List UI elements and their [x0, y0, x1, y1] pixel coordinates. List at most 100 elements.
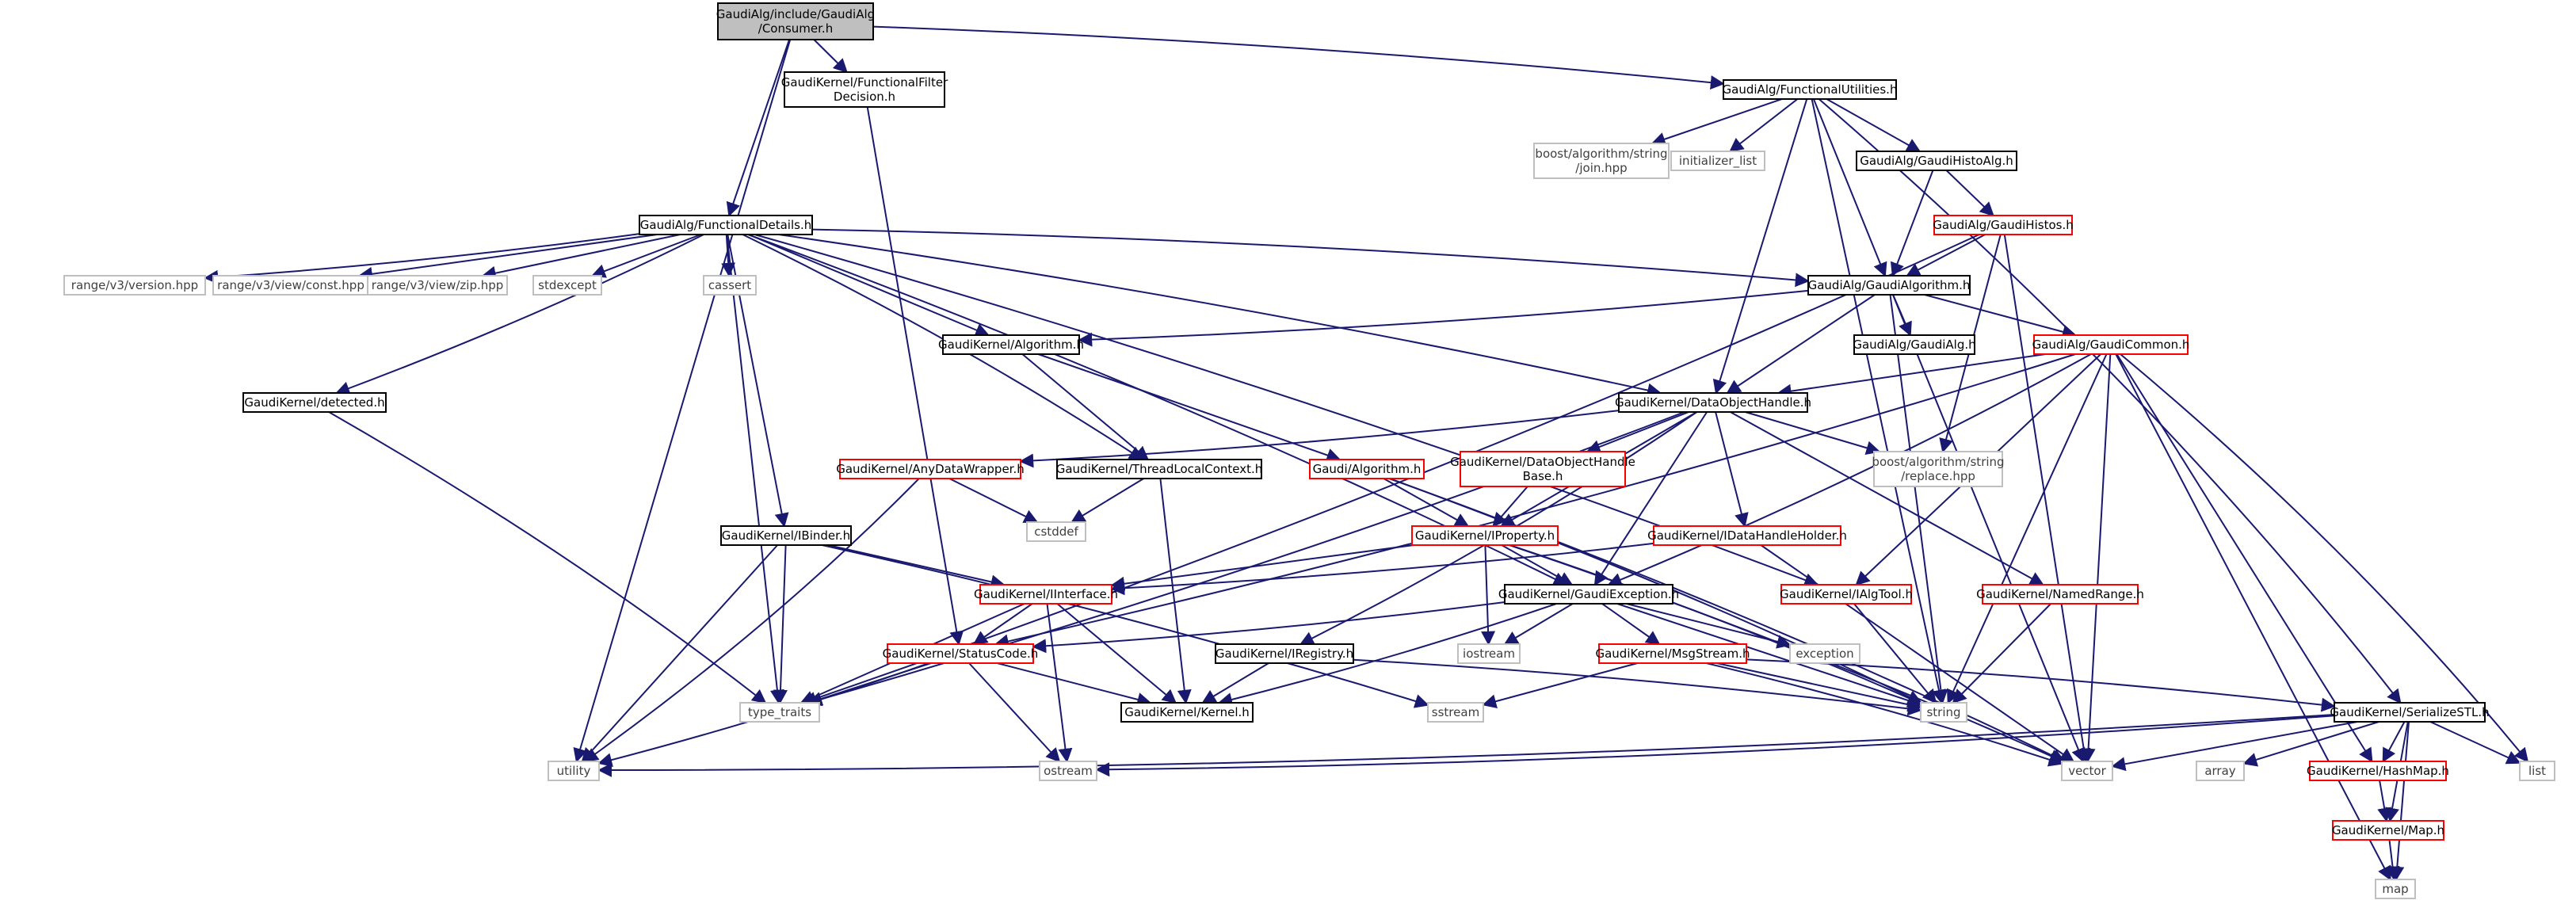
node-list: list — [2519, 761, 2555, 781]
edge-iregistry-to-string — [1353, 658, 1922, 716]
node-initlist: initializer_list — [1670, 151, 1765, 171]
node-label-statuscode-0: GaudiKernel/StatusCode.h — [883, 647, 1039, 661]
edge-gaudicommon-to-gaudiexception — [1607, 353, 2092, 587]
edge-iinterface-to-kernel — [1056, 603, 1177, 704]
edge-funcutil-to-boostjoin — [1651, 98, 1783, 147]
node-box-sstream — [1427, 702, 1484, 723]
node-kernel[interactable]: GaudiKernel/Kernel.h — [1120, 702, 1254, 723]
node-label-dohbase-1: Base.h — [1523, 469, 1563, 483]
node-statuscode[interactable]: GaudiKernel/StatusCode.h — [883, 643, 1039, 664]
edge-gaudialgorithm-to-dataobjhandle — [1726, 294, 1876, 394]
node-label-boostreplace-0: boost/algorithm/string — [1872, 455, 2004, 469]
node-box-list — [2519, 761, 2555, 781]
node-label-sstream-0: sstream — [1432, 705, 1479, 719]
node-namedrange[interactable]: GaudiKernel/NamedRange.h — [1976, 584, 2144, 605]
node-label-dataobjhandle-0: GaudiKernel/DataObjectHandle.h — [1615, 395, 1811, 410]
edge-dataobjhandle-to-anydatawrapper — [1019, 410, 1620, 468]
node-box-iinterface — [979, 584, 1112, 605]
node-box-consumer — [717, 2, 874, 40]
edge-funcdetails-to-kalgorithm — [748, 234, 990, 338]
edge-dataobjhandle-to-boostreplace — [1745, 411, 1881, 456]
edge-gaudicommon-to-string — [1947, 353, 2108, 704]
node-ibinder[interactable]: GaudiKernel/IBinder.h — [720, 525, 852, 546]
edge-funcutil-to-gaudialgorithm — [1812, 98, 1887, 277]
edges-layer — [204, 25, 2529, 881]
node-gaudicommon[interactable]: GaudiAlg/GaudiCommon.h — [2032, 334, 2190, 355]
node-box-boostjoin — [1533, 143, 1670, 179]
edge-serializestl-to-hashmap — [2382, 721, 2406, 763]
edge-serializestl-to-utility — [597, 714, 2335, 777]
edge-gaudiexception-to-statuscode — [1032, 601, 1506, 654]
node-label-idatahandle-0: GaudiKernel/IDataHandleHolder.h — [1647, 528, 1847, 543]
node-hashmap[interactable]: GaudiKernel/HashMap.h — [2307, 761, 2449, 781]
edge-funcdetails-to-detected — [335, 234, 704, 395]
edge-iproperty-to-iinterface — [1110, 544, 1414, 591]
node-label-ffdecision-1: Decision.h — [834, 90, 895, 104]
node-ialgtool[interactable]: GaudiKernel/IAlgTool.h — [1780, 584, 1913, 605]
node-anydatawrapper[interactable]: GaudiKernel/AnyDataWrapper.h — [836, 459, 1025, 479]
edge-funcdetails-to-r3version — [204, 233, 640, 284]
node-label-string-0: string — [1926, 705, 1960, 719]
edge-gaudialgorithm-to-kalgorithm — [1078, 289, 1809, 347]
node-box-exception — [1789, 643, 1860, 664]
node-iregistry[interactable]: GaudiKernel/IRegistry.h — [1215, 643, 1354, 664]
node-gaudialgorithm[interactable]: GaudiAlg/GaudiAlgorithm.h — [1807, 275, 1971, 296]
node-iproperty[interactable]: GaudiKernel/IProperty.h — [1411, 525, 1559, 546]
node-box-histos — [1933, 215, 2073, 235]
node-iostream: iostream — [1457, 643, 1521, 664]
node-map: map — [2375, 879, 2416, 899]
node-label-gaudicommon-0: GaudiAlg/GaudiCommon.h — [2032, 338, 2190, 352]
node-threadlocal[interactable]: GaudiKernel/ThreadLocalContext.h — [1056, 459, 1263, 479]
node-label-histos-0: GaudiAlg/GaudiHistos.h — [1933, 218, 2073, 232]
node-r3version: range/v3/version.hpp — [63, 275, 206, 296]
node-dataobjhandle[interactable]: GaudiKernel/DataObjectHandle.h — [1615, 392, 1811, 413]
node-label-funcutil-0: GaudiAlg/FunctionalUtilities.h — [1723, 82, 1898, 97]
node-box-r3version — [63, 275, 206, 296]
edge-gaudicommon-to-hashmap — [2116, 353, 2373, 763]
edge-gaudicommon-to-list — [2120, 353, 2529, 763]
edge-iinterface-to-statuscode — [972, 603, 1033, 646]
node-mapk[interactable]: GaudiKernel/Map.h — [2332, 820, 2444, 841]
node-box-gaudiexception — [1504, 584, 1673, 605]
node-idatahandle[interactable]: GaudiKernel/IDataHandleHolder.h — [1647, 525, 1847, 546]
node-label-msgstream-0: GaudiKernel/MsgStream.h — [1595, 647, 1750, 661]
node-vector: vector — [2061, 761, 2113, 781]
node-funcdetails[interactable]: GaudiAlg/FunctionalDetails.h — [639, 215, 813, 235]
node-cassert: cassert — [703, 275, 757, 296]
node-box-msgstream — [1598, 643, 1747, 664]
edge-iproperty-to-string — [1509, 544, 1922, 705]
node-label-iinterface-0: GaudiKernel/IInterface.h — [974, 587, 1118, 601]
edge-iinterface-to-ostream — [1046, 603, 1073, 763]
node-serializestl[interactable]: GaudiKernel/SerializeSTL.h — [2330, 702, 2490, 723]
node-label-cassert-0: cassert — [708, 278, 751, 292]
node-label-ffdecision-0: GaudiKernel/FunctionalFilter — [781, 75, 948, 90]
edge-iproperty-to-vector — [1509, 544, 2064, 763]
edge-funcdetails-to-gaudialgorithm — [811, 228, 1810, 288]
node-detected[interactable]: GaudiKernel/detected.h — [242, 392, 387, 413]
node-box-funcdetails — [639, 215, 813, 235]
edge-idatahandle-to-iinterface — [1110, 542, 1654, 596]
node-galgorithm[interactable]: Gaudi/Algorithm.h — [1309, 459, 1425, 479]
node-label-boostjoin-1: /join.hpp — [1575, 161, 1627, 175]
node-gaudialgh[interactable]: GaudiAlg/GaudiAlg.h — [1853, 334, 1976, 355]
node-funcutil[interactable]: GaudiAlg/FunctionalUtilities.h — [1723, 79, 1898, 100]
node-gaudiexception[interactable]: GaudiKernel/GaudiException.h — [1498, 584, 1679, 605]
node-box-anydatawrapper — [839, 459, 1021, 479]
node-cstddef: cstddef — [1026, 521, 1086, 542]
edge-consumer-to-funcutil — [872, 25, 1725, 90]
node-histoalg[interactable]: GaudiAlg/GaudiHistoAlg.h — [1856, 151, 2017, 171]
node-msgstream[interactable]: GaudiKernel/MsgStream.h — [1595, 643, 1750, 664]
node-iinterface[interactable]: GaudiKernel/IInterface.h — [974, 584, 1118, 605]
node-kalgorithm[interactable]: GaudiKernel/Algorithm.h — [938, 334, 1084, 355]
edge-consumer-to-utility — [573, 39, 792, 763]
node-label-map-0: map — [2382, 882, 2408, 896]
edge-msgstream-to-vector — [1706, 662, 2063, 767]
node-histos[interactable]: GaudiAlg/GaudiHistos.h — [1933, 215, 2074, 235]
node-box-ialgtool — [1780, 584, 1912, 605]
node-label-exception-0: exception — [1796, 647, 1853, 661]
node-label-threadlocal-0: GaudiKernel/ThreadLocalContext.h — [1056, 462, 1263, 476]
edge-ibinder-to-iinterface — [827, 544, 1006, 589]
node-consumer[interactable]: GaudiAlg/include/GaudiAlg/Consumer.h — [716, 2, 875, 40]
